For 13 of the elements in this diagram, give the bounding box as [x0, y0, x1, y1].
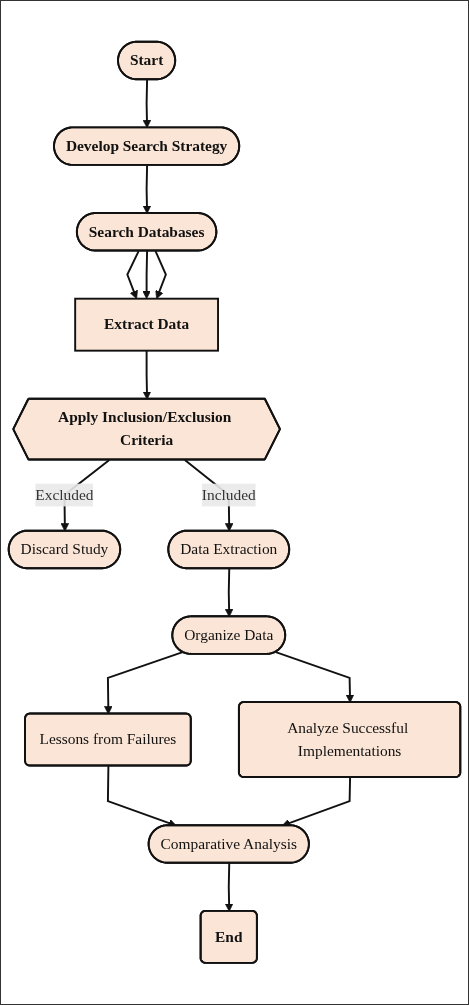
arrow [154, 250, 167, 300]
arrow [224, 567, 234, 618]
arrow [274, 651, 355, 704]
arrow [224, 862, 234, 912]
arrow [142, 164, 152, 215]
arrow [142, 250, 151, 300]
edge-label: Included [201, 486, 256, 503]
edge-label: Excluded [35, 486, 94, 503]
arrow [126, 250, 140, 300]
arrow [104, 651, 184, 715]
arrow [142, 78, 152, 129]
node-box: Extract Data [74, 297, 219, 352]
arrow [142, 349, 152, 400]
